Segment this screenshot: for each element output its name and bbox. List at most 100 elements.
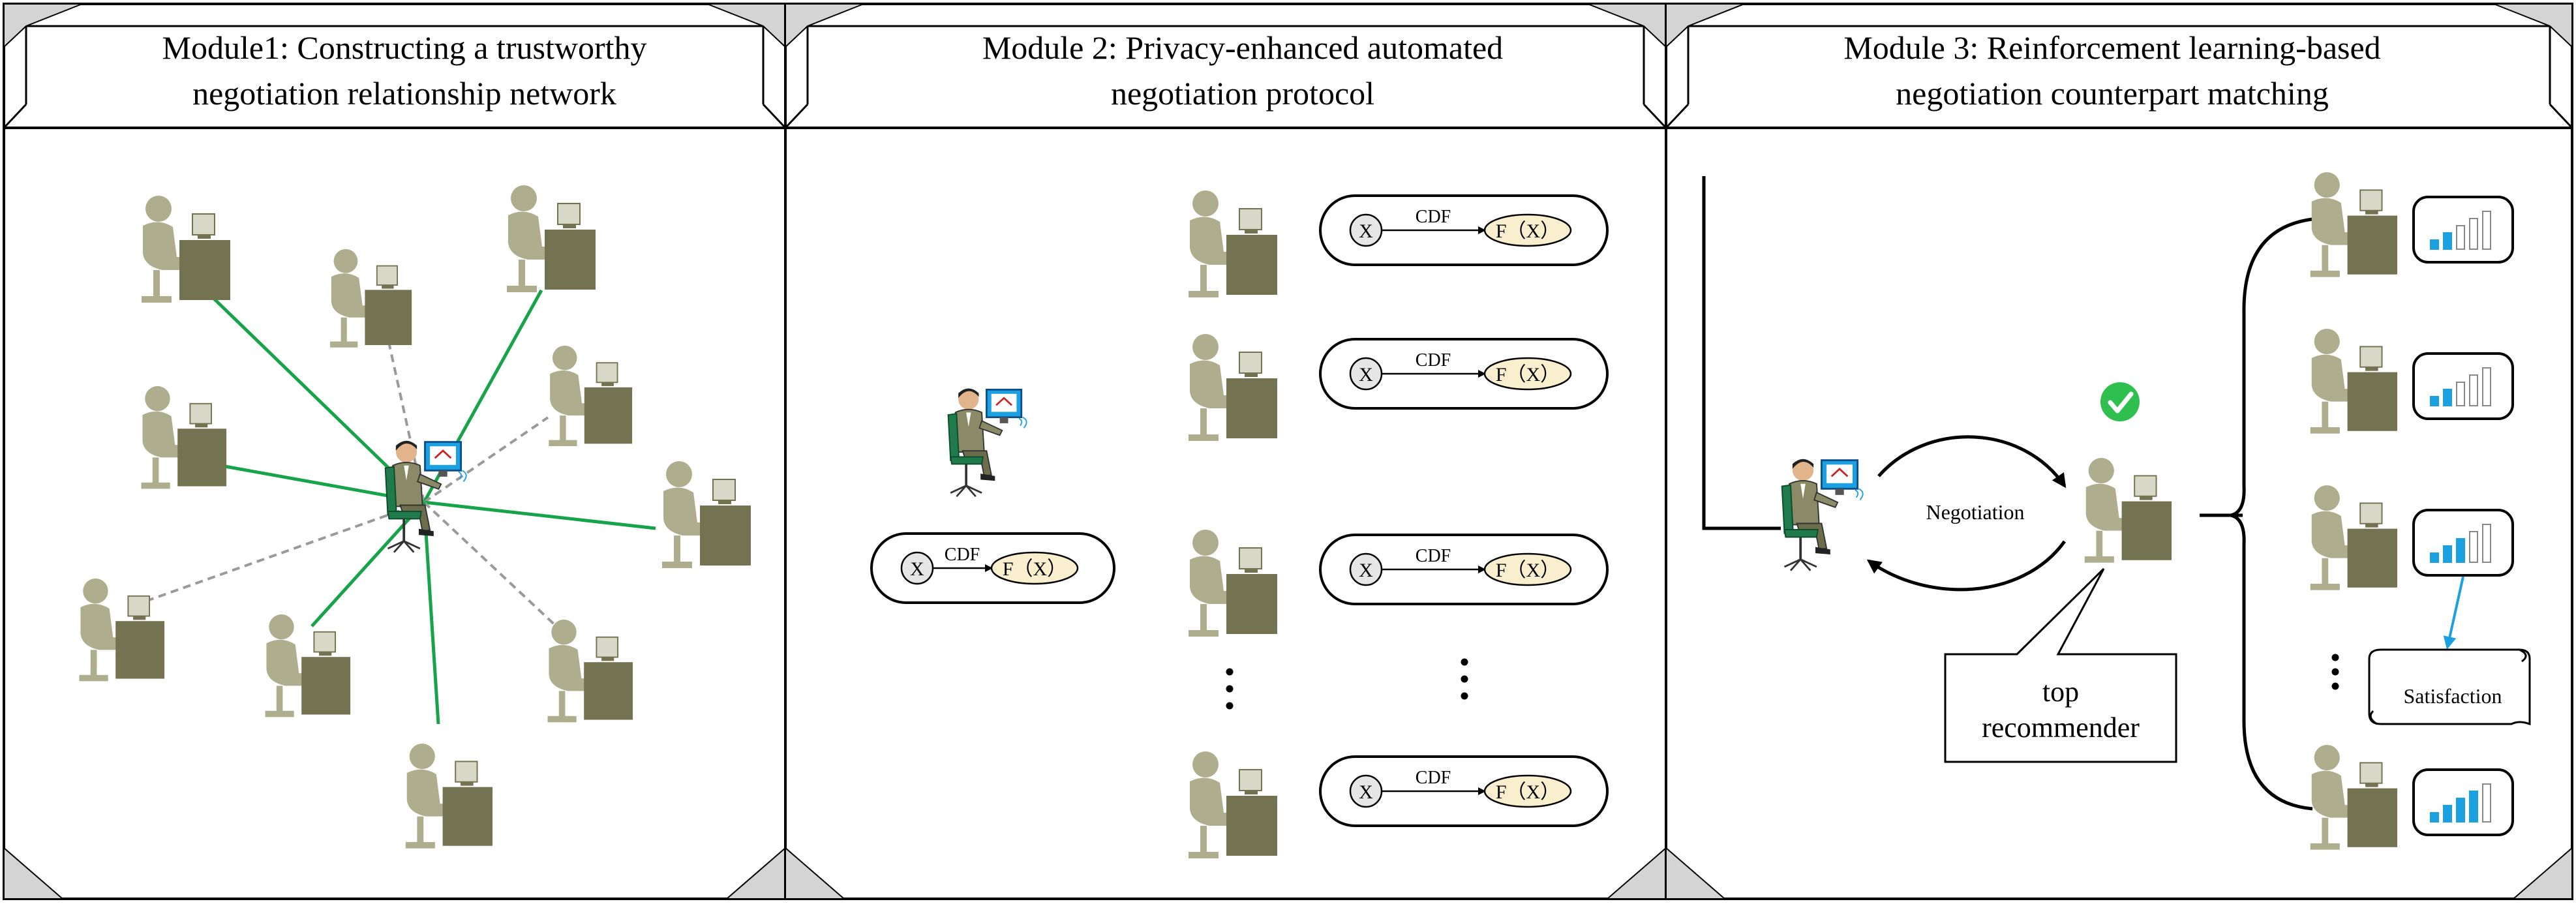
signal-bar-empty <box>2482 211 2491 250</box>
signal-bar-filled <box>2456 798 2465 823</box>
input-bracket <box>1702 176 1781 530</box>
ellipsis-dot <box>1226 668 1234 676</box>
negotiation-arc-top <box>1877 435 2067 489</box>
x-label: X <box>1359 781 1373 803</box>
fx-label: F（X） <box>1496 560 1560 581</box>
x-label: X <box>1359 364 1373 385</box>
module3-title-line2: negotiation counterpart matching <box>1896 75 2329 112</box>
network-user-icon <box>405 743 493 849</box>
negotiation-label: Negotiation <box>1926 500 2024 524</box>
module2-panel <box>784 3 1667 900</box>
module2-title-line1: Module 2: Privacy-enhanced automated <box>982 29 1503 66</box>
module1-title-line2: negotiation relationship network <box>192 75 616 112</box>
network-user-icon <box>507 185 596 292</box>
negotiation-arc-bottom <box>1866 540 2067 592</box>
network-user-icon <box>265 614 351 717</box>
fx-label: F（X） <box>1496 220 1560 242</box>
central-negotiator-icon <box>384 440 467 553</box>
fx-label: F（X） <box>1496 781 1560 803</box>
network-user-icon <box>141 385 227 489</box>
satisfaction-meter <box>2412 509 2514 577</box>
fx-node <box>1483 213 1572 247</box>
module3-negotiator-icon <box>1781 459 1864 571</box>
signal-bar-empty <box>2456 382 2465 406</box>
signal-bar-empty <box>2456 225 2465 250</box>
signal-bar-filled <box>2430 552 2439 563</box>
signal-bar-filled <box>2443 805 2452 823</box>
module1-title-line1: Module1: Constructing a trustworthy <box>162 29 647 66</box>
network-user-icon <box>662 461 751 568</box>
signal-bar-filled <box>2430 812 2439 823</box>
ellipsis-dot <box>1461 675 1468 683</box>
cdf-mapping-1 <box>1319 194 1609 266</box>
counterpart-user-icon <box>1189 190 1277 297</box>
ellipsis-dot <box>1461 658 1468 666</box>
cdf-arrow-label: CDF <box>1416 350 1451 370</box>
ellipsis-dot <box>2331 682 2339 690</box>
x-label: X <box>910 558 924 580</box>
signal-bar-empty <box>2469 374 2478 406</box>
module2-negotiator-icon <box>947 388 1027 498</box>
callout-text-line1: top <box>2042 676 2079 708</box>
module2-title-line2: negotiation protocol <box>1111 75 1374 112</box>
cdf-mapping-2 <box>1319 338 1609 410</box>
signal-bar-empty <box>2469 218 2478 250</box>
signal-bar-filled <box>2469 791 2478 823</box>
trusted-link <box>423 500 656 530</box>
ellipsis-dot <box>2331 668 2339 676</box>
fx-label: F（X） <box>1003 558 1067 580</box>
weak-link <box>423 501 561 631</box>
satisfaction-arrow <box>2443 576 2464 650</box>
module1-panel <box>3 3 787 900</box>
x-label: X <box>1359 560 1373 581</box>
network-user-icon <box>547 619 633 723</box>
trusted-link <box>311 501 425 627</box>
fx-node <box>1483 774 1572 808</box>
signal-bar-filled <box>2443 389 2452 406</box>
signal-bar-filled <box>2430 239 2439 250</box>
ellipsis-dot <box>2331 654 2339 661</box>
cdf-arrow-label: CDF <box>1416 546 1451 566</box>
counterpart-user-icon <box>1189 751 1277 858</box>
x-label: X <box>1359 220 1373 242</box>
fx-node <box>990 551 1079 585</box>
signal-bar-filled <box>2430 396 2439 406</box>
signal-bar-filled <box>2456 538 2465 563</box>
signal-bar-empty <box>2482 783 2491 823</box>
callout-box <box>1944 567 2177 763</box>
candidate-user-icon <box>2310 172 2398 277</box>
candidate-brace <box>2230 217 2313 811</box>
signal-bar-empty <box>2482 524 2491 563</box>
cdf-arrow-label: CDF <box>1416 768 1451 788</box>
top-recommender-icon <box>2084 457 2172 563</box>
module1-people <box>79 185 751 849</box>
module3-content <box>1702 172 2531 850</box>
satisfaction-scroll <box>2368 648 2531 726</box>
ellipsis-dot <box>1461 692 1468 700</box>
module2-content <box>870 190 1609 858</box>
module3-panel <box>1665 3 2573 900</box>
cdf-mapping-3 <box>1319 534 1609 605</box>
module3-title-line1: Module 3: Reinforcement learning-based <box>1843 29 2380 66</box>
satisfaction-label: Satisfaction <box>2403 684 2502 708</box>
callout-text-line2: recommender <box>1982 712 2140 744</box>
network-user-icon <box>330 249 412 348</box>
fx-label: F（X） <box>1496 364 1560 385</box>
fx-node <box>1483 357 1572 391</box>
satisfaction-meter <box>2412 196 2514 264</box>
signal-bar-filled <box>2443 232 2452 250</box>
check-icon <box>2100 382 2140 421</box>
satisfaction-meter <box>2412 768 2514 836</box>
signal-bar-filled <box>2443 545 2452 563</box>
cdf-arrow-label: CDF <box>945 545 980 565</box>
ellipsis-dot <box>1226 702 1234 710</box>
candidate-user-icon <box>2310 744 2398 850</box>
signal-bar-empty <box>2469 531 2478 563</box>
candidate-user-icon <box>2310 328 2398 434</box>
weak-link <box>423 416 549 504</box>
candidate-user-icon <box>2310 485 2398 590</box>
network-user-icon <box>142 196 230 303</box>
signal-bar-empty <box>2482 367 2491 406</box>
network-user-icon <box>79 578 165 682</box>
